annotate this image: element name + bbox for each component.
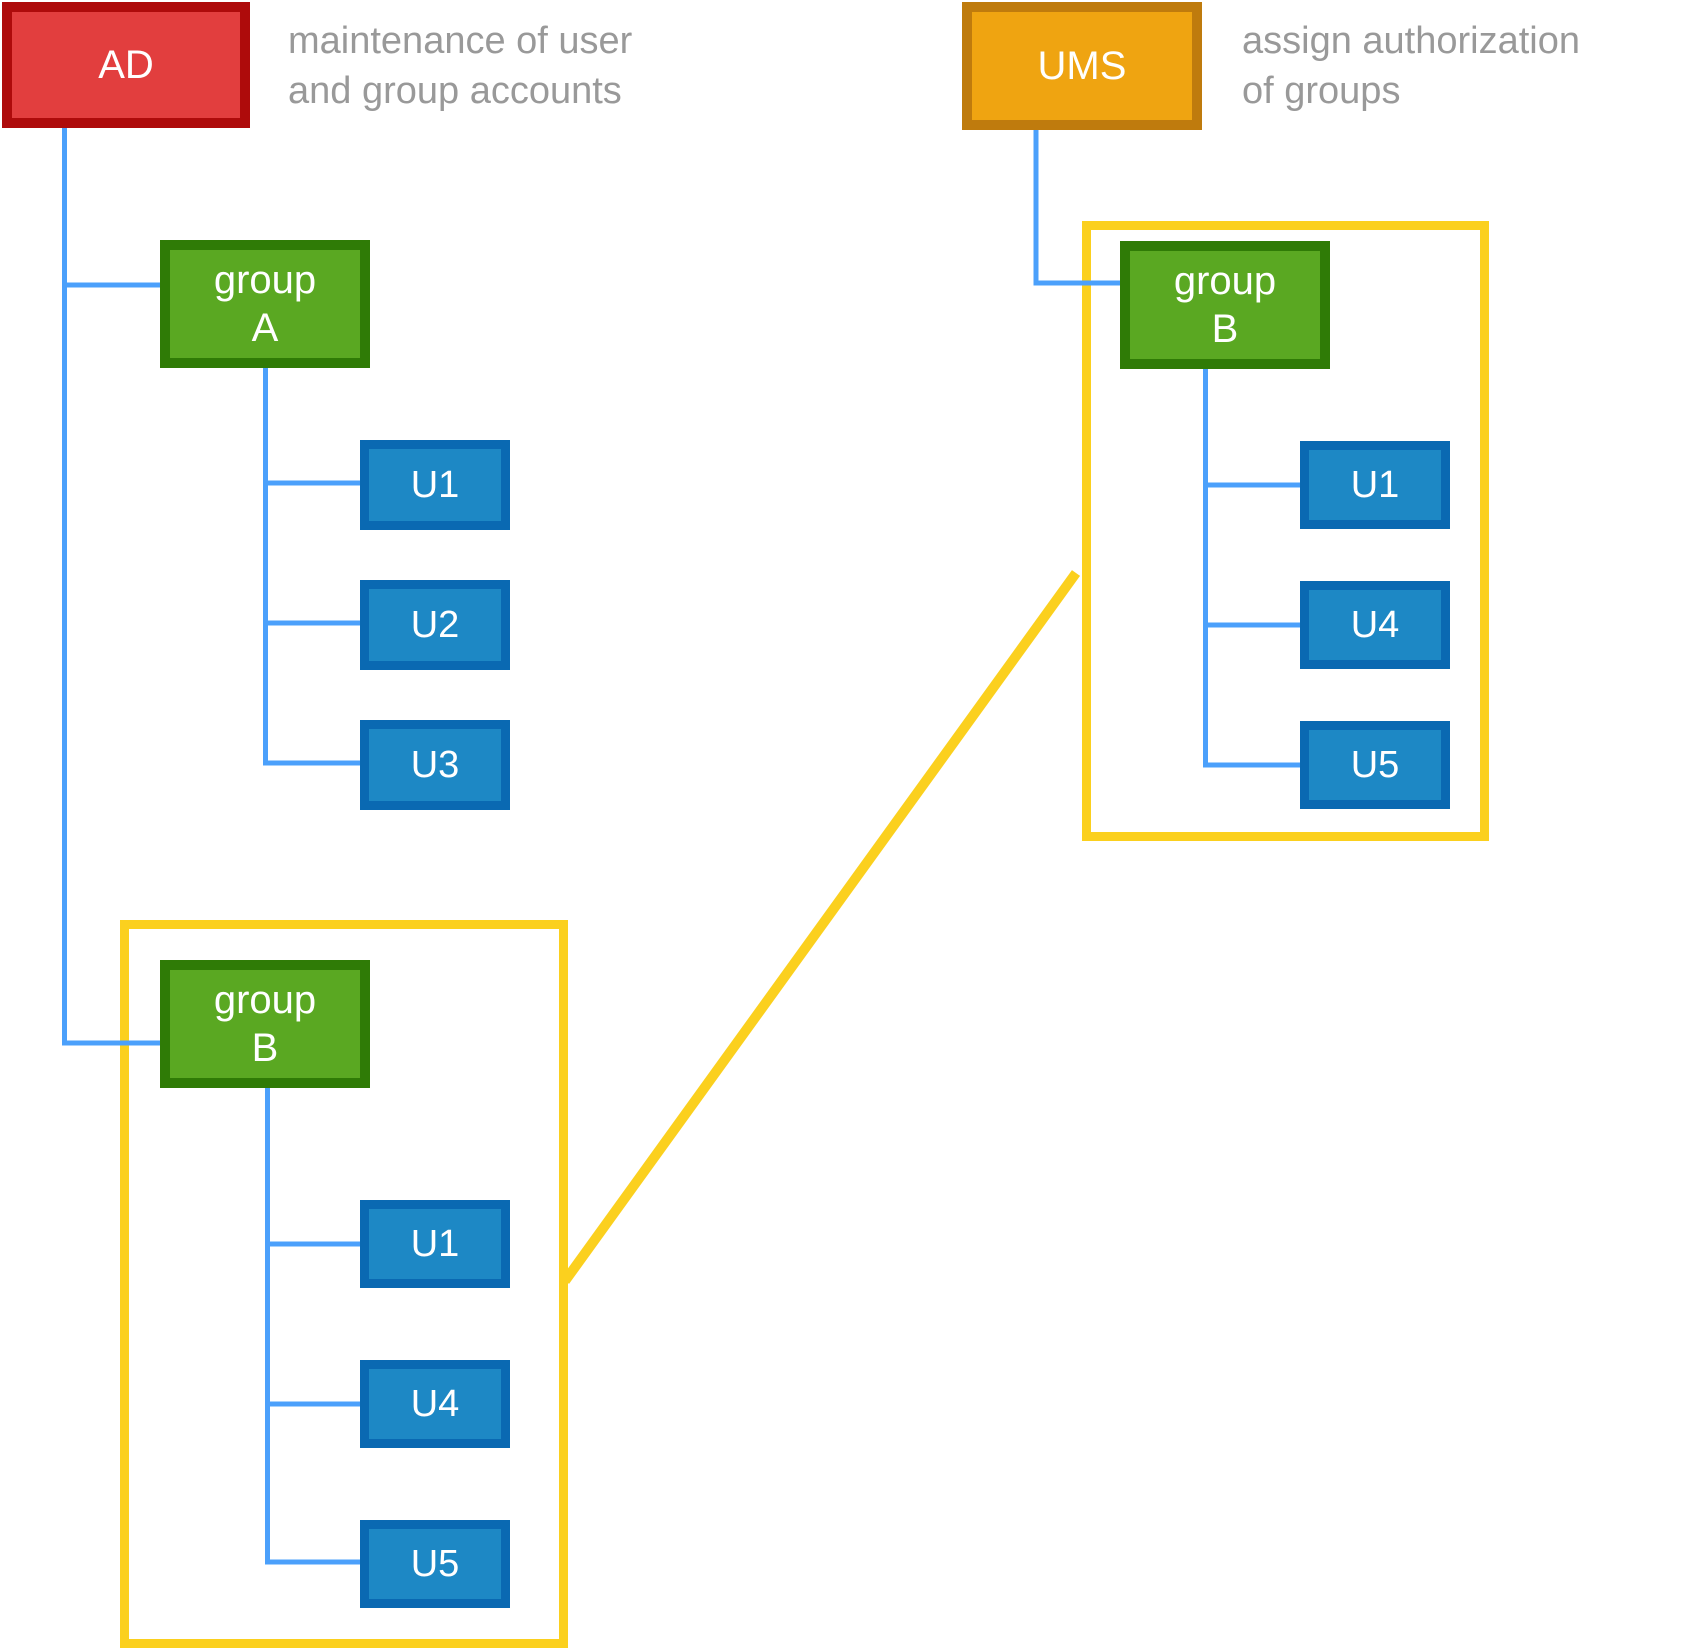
group-a-user-u3: U3 xyxy=(360,720,510,810)
group-b-left-user-u5: U5 xyxy=(360,1520,510,1608)
group-b-left-user-u1: U1 xyxy=(360,1200,510,1288)
group-b-right-user-u5: U5 xyxy=(1300,721,1450,809)
group-a-user-u2: U2 xyxy=(360,580,510,670)
group-b-right-user-u4: U4 xyxy=(1300,581,1450,669)
group-b-target-highlight-rect xyxy=(1082,221,1489,841)
ad-annotation: maintenance of user and group accounts xyxy=(288,20,633,112)
group-b-source-highlight-rect xyxy=(120,920,568,1648)
group-b-right-node: group B xyxy=(1120,241,1330,369)
group-a-node: group A xyxy=(160,240,370,368)
group-b-left-node: group B xyxy=(160,960,370,1088)
ums-annotation: assign authorization of groups xyxy=(1242,20,1580,112)
connector-ad-to-group-b-left xyxy=(62,128,160,1046)
group-a-user-u1: U1 xyxy=(360,440,510,530)
group-transfer-arrow xyxy=(560,570,1081,1284)
group-b-left-user-u4: U4 xyxy=(360,1360,510,1448)
group-b-right-user-u1: U1 xyxy=(1300,441,1450,529)
ad-node: AD xyxy=(2,2,250,128)
ums-node: UMS xyxy=(962,2,1202,130)
